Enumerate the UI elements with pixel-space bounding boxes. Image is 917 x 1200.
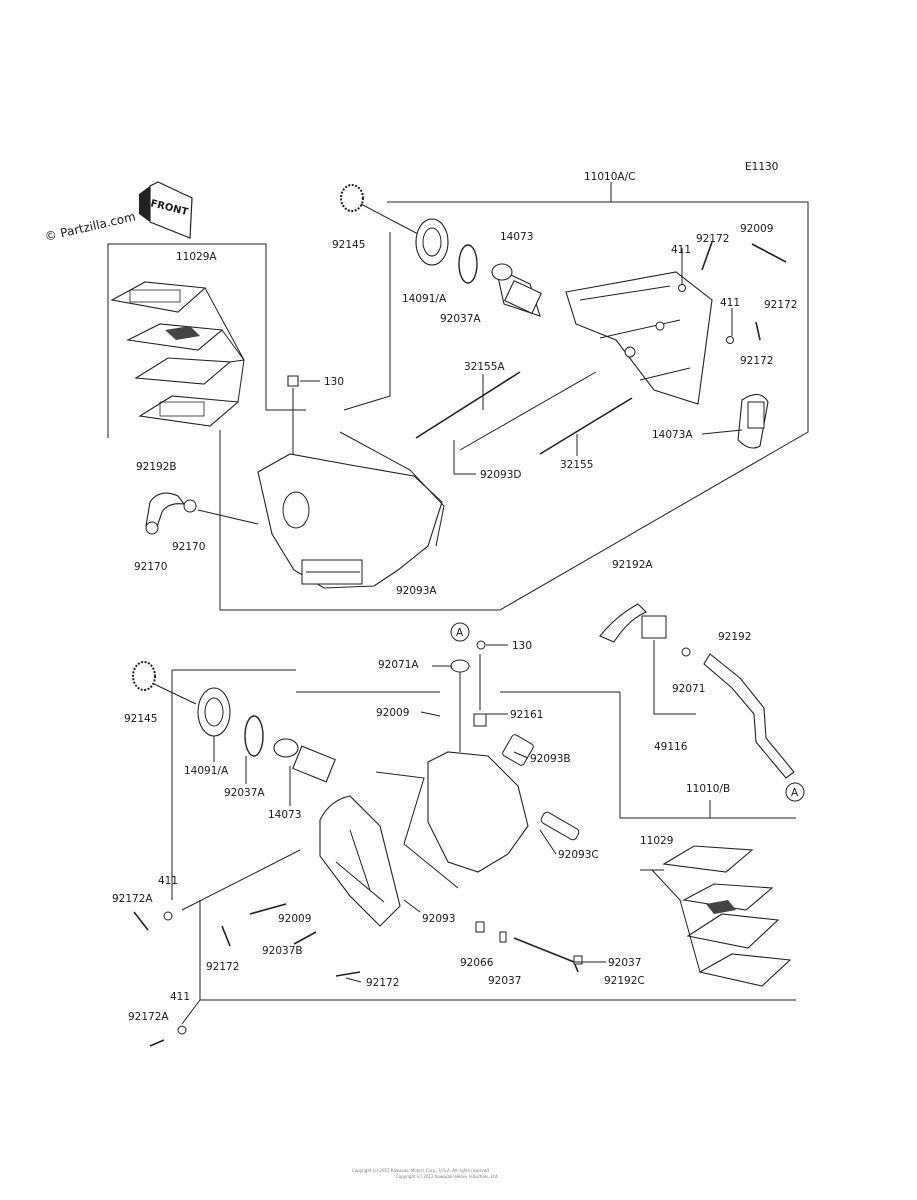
callout-92172-b1: 92172	[206, 961, 239, 973]
callout-411-b2: 411	[170, 991, 190, 1003]
callout-92037-bottom: 92037	[488, 975, 521, 987]
callout-92071: 92071	[672, 683, 705, 695]
bracket-lower-left	[319, 795, 401, 927]
callout-92009-bottom: 92009	[278, 913, 311, 925]
callout-49116: 49116	[654, 741, 688, 753]
callout-411-t1: 411	[671, 244, 691, 256]
callout-11010ac: 11010A/C	[584, 171, 635, 183]
callout-411-t2: 411	[720, 297, 740, 309]
callout-130-top: 130	[324, 376, 344, 388]
footer-copyright-1: Copyright (c) 2012 Kawasaki Motors Corp.…	[352, 1168, 490, 1173]
callout-92172-t2: 92172	[764, 299, 797, 311]
marker-a-bottom: A	[785, 782, 805, 802]
callout-92037a-top: 92037A	[440, 313, 481, 325]
part-callouts: 11010A/C 92145 14091/A 92037A 14073 411 …	[112, 171, 797, 1023]
callout-32155: 32155	[560, 459, 593, 471]
filter-stack-11029a	[110, 281, 245, 427]
callout-92145-bottom: 92145	[124, 713, 157, 725]
callout-92172-t1: 92172	[696, 233, 729, 245]
callout-92192b: 92192B	[136, 461, 177, 473]
marker-a-bottom-label: A	[791, 787, 799, 799]
callout-14091a-top: 14091/A	[402, 293, 447, 305]
callout-92172-t3: 92172	[740, 355, 773, 367]
footer-copyright-2: Copyright (c) 2012 Kawasaki Heavy Indust…	[396, 1174, 499, 1179]
callout-92172-b2: 92172	[366, 977, 399, 989]
lower-frame-lines	[171, 669, 796, 1025]
callout-92071a: 92071A	[378, 659, 419, 671]
callout-92009-top: 92009	[740, 223, 773, 235]
filter-stack-11029	[640, 845, 792, 987]
funnel-14091a-top	[415, 218, 449, 266]
front-arrow-sign: FRONT	[139, 181, 193, 239]
duct-14073-bottom	[273, 738, 336, 783]
screen-92145-top	[340, 184, 419, 235]
callout-92192: 92192	[718, 631, 751, 643]
diagram-code: E1130	[745, 161, 778, 173]
cap-14073a	[701, 393, 769, 449]
callout-92170-a: 92170	[172, 541, 205, 553]
bolt-130-top	[287, 375, 320, 460]
callout-92066: 92066	[460, 957, 494, 969]
duct-14073-top	[491, 263, 542, 317]
callout-411-b1: 411	[158, 875, 178, 887]
upper-frame-lines	[107, 182, 809, 611]
callout-11010b: 11010/B	[686, 783, 730, 795]
watermark-text: © Partzilla.com	[44, 209, 137, 243]
callout-92161: 92161	[510, 709, 543, 721]
callout-92093a: 92093A	[396, 585, 437, 597]
callout-11029: 11029	[640, 835, 673, 847]
callout-32155a: 32155A	[464, 361, 505, 373]
callout-14073-bottom: 14073	[268, 809, 301, 821]
callout-14091a-bottom: 14091/A	[184, 765, 229, 777]
hose-92192	[703, 653, 795, 779]
screen-92145-bottom	[132, 661, 197, 705]
leader-lines	[213, 665, 606, 983]
hose-92192b	[145, 492, 259, 535]
callout-92093d: 92093D	[480, 469, 522, 481]
callout-92093c: 92093C	[558, 849, 599, 861]
callout-92192c: 92192C	[604, 975, 645, 987]
funnel-14091a-bottom	[197, 687, 231, 737]
callout-92037a-bottom: 92037A	[224, 787, 265, 799]
callout-92093: 92093	[422, 913, 455, 925]
housing-92093a	[257, 431, 445, 589]
callout-92037b: 92037B	[262, 945, 303, 957]
callout-92145-top: 92145	[332, 239, 365, 251]
callout-92037-right: 92037	[608, 957, 641, 969]
callout-92009-mid: 92009	[376, 707, 409, 719]
marker-a-top-label: A	[456, 627, 464, 639]
marker-a-top: A	[450, 622, 470, 642]
clamp-92037a-top	[458, 244, 478, 284]
fasteners-upper-right	[678, 241, 787, 344]
rods-32155	[415, 371, 633, 475]
callout-14073-top: 14073	[500, 231, 533, 243]
clamp-92037a-bottom	[244, 715, 264, 757]
callout-14073a: 14073A	[652, 429, 693, 441]
callout-92093b: 92093B	[530, 753, 571, 765]
upper-housing	[565, 271, 713, 405]
callout-92172a-1: 92172A	[112, 893, 153, 905]
callout-11029a: 11029A	[176, 251, 217, 263]
callout-92192a: 92192A	[612, 559, 653, 571]
callout-92170-b: 92170	[134, 561, 167, 573]
callout-130-mid: 130	[512, 640, 532, 652]
hose-49116	[599, 603, 696, 715]
fasteners-lower-left	[133, 849, 361, 1047]
callout-92172a-2: 92172A	[128, 1011, 169, 1023]
bolt-130-mid	[476, 640, 508, 650]
